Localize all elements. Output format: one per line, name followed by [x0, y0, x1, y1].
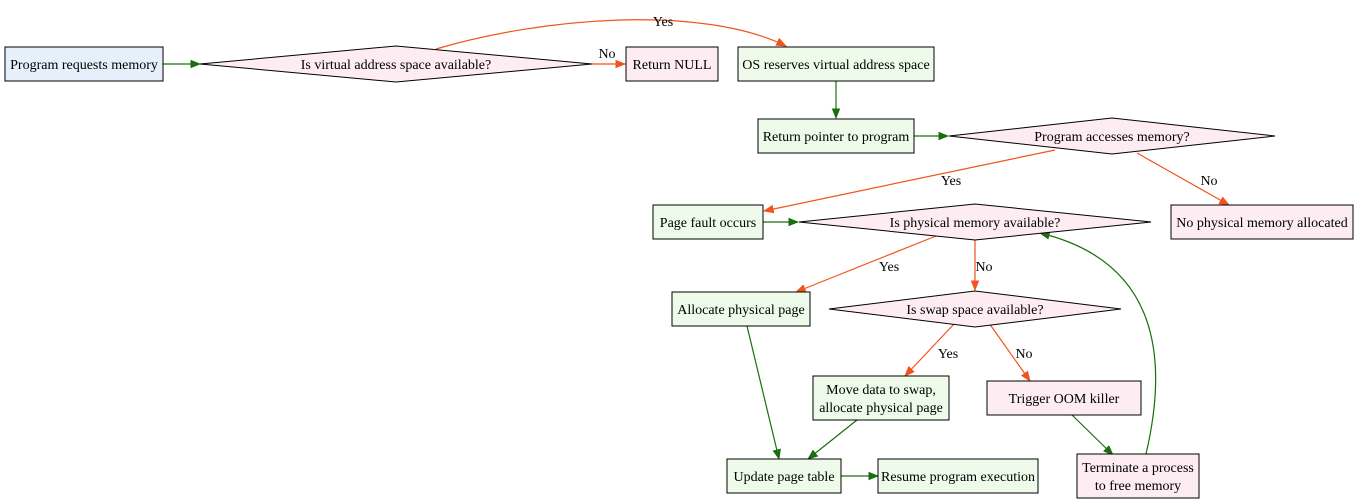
edge-connector	[1071, 414, 1114, 456]
node-label: OS reserves virtual address space	[742, 58, 929, 73]
process-box	[1170, 204, 1354, 240]
nodes-layer: Program requests memory Is virtual addres…	[4, 45, 1354, 499]
node-label: Page fault occurs	[660, 216, 756, 231]
node-label: Is virtual address space available?	[301, 58, 491, 73]
edge-connector	[794, 235, 937, 293]
node-return-null: Return NULL	[625, 46, 719, 82]
edge-swap-check-to-move-swap: Yes	[904, 323, 958, 377]
process-box	[737, 46, 935, 82]
process-box	[625, 46, 719, 82]
edge-access-check-to-page-fault: Yes	[762, 149, 1056, 214]
edge-phys-check-to-swap-check: No	[970, 240, 993, 292]
node-terminate: Terminate a process to free memory	[1076, 453, 1200, 499]
node-swap-check: Is swap space available?	[828, 290, 1122, 328]
process-box	[757, 118, 915, 154]
node-label: Return NULL	[633, 58, 712, 73]
node-page-fault: Page fault occurs	[652, 204, 764, 240]
edge-label: No	[975, 260, 992, 275]
edge-access-check-to-no-physical: No	[1136, 152, 1230, 206]
edge-connector	[1038, 231, 1157, 455]
process-box	[1076, 453, 1200, 499]
node-label: Return pointer to program	[763, 130, 910, 145]
edge-label: No	[1015, 347, 1032, 362]
process-box	[671, 291, 811, 327]
edge-connector	[746, 325, 781, 461]
decision-diamond	[948, 117, 1276, 155]
node-resume: Resume program execution	[877, 458, 1039, 494]
edge-phys-check-to-allocate-page: Yes	[794, 235, 937, 293]
process-box	[812, 375, 950, 421]
node-start: Program requests memory	[4, 46, 164, 82]
process-box	[986, 380, 1142, 416]
node-label: No physical memory allocated	[1176, 216, 1347, 231]
decision-diamond	[199, 45, 593, 83]
node-move-swap: Move data to swap, allocate physical page	[812, 375, 950, 421]
edge-connector	[904, 323, 955, 377]
node-label: Is swap space available?	[906, 303, 1043, 318]
node-label: Resume program execution	[881, 470, 1035, 485]
node-label: Move data to swap,	[826, 383, 936, 398]
edge-swap-check-to-oom: No	[988, 322, 1033, 382]
node-label: Trigger OOM killer	[1009, 392, 1120, 407]
node-return-pointer: Return pointer to program	[757, 118, 915, 154]
node-oom: Trigger OOM killer	[986, 380, 1142, 416]
node-no-physical: No physical memory allocated	[1170, 204, 1354, 240]
edge-label: Yes	[879, 260, 899, 275]
node-vas-check: Is virtual address space available?	[199, 45, 593, 83]
node-update-table: Update page table	[726, 458, 842, 494]
edge-connector	[435, 19, 787, 50]
node-label: to free memory	[1095, 479, 1181, 494]
edge-label: Yes	[653, 15, 673, 30]
node-label: Update page table	[733, 470, 834, 485]
node-access-check: Program accesses memory?	[948, 117, 1276, 155]
edge-vas-check-to-return-null: No	[592, 47, 627, 69]
edge-terminate-to-phys-check	[1038, 231, 1157, 455]
node-label: Program requests memory	[10, 58, 158, 73]
process-box	[726, 458, 842, 494]
process-box	[4, 46, 164, 82]
node-allocate-page: Allocate physical page	[671, 291, 811, 327]
edge-connector	[807, 419, 858, 460]
node-label: Program accesses memory?	[1034, 130, 1190, 145]
edge-connector	[1136, 152, 1230, 206]
edge-vas-check-to-os-reserve: Yes	[435, 15, 787, 50]
edge-allocate-page-to-update-table	[746, 325, 781, 461]
decision-diamond	[828, 290, 1122, 328]
node-label: allocate physical page	[819, 401, 943, 416]
node-os-reserve: OS reserves virtual address space	[737, 46, 935, 82]
process-box	[877, 458, 1039, 494]
node-label: Allocate physical page	[677, 303, 805, 318]
edge-label: No	[1200, 174, 1217, 189]
edge-label: Yes	[941, 174, 961, 189]
edge-move-swap-to-update-table	[807, 419, 858, 460]
edge-connector	[762, 149, 1056, 214]
decision-diamond	[798, 203, 1152, 241]
node-label: Terminate a process	[1082, 461, 1194, 476]
edge-label: No	[598, 47, 615, 62]
process-box	[652, 204, 764, 240]
edge-label: Yes	[938, 347, 958, 362]
node-phys-check: Is physical memory available?	[798, 203, 1152, 241]
edge-oom-to-terminate	[1071, 414, 1114, 456]
node-label: Is physical memory available?	[890, 216, 1061, 231]
edge-connector	[988, 322, 1031, 382]
